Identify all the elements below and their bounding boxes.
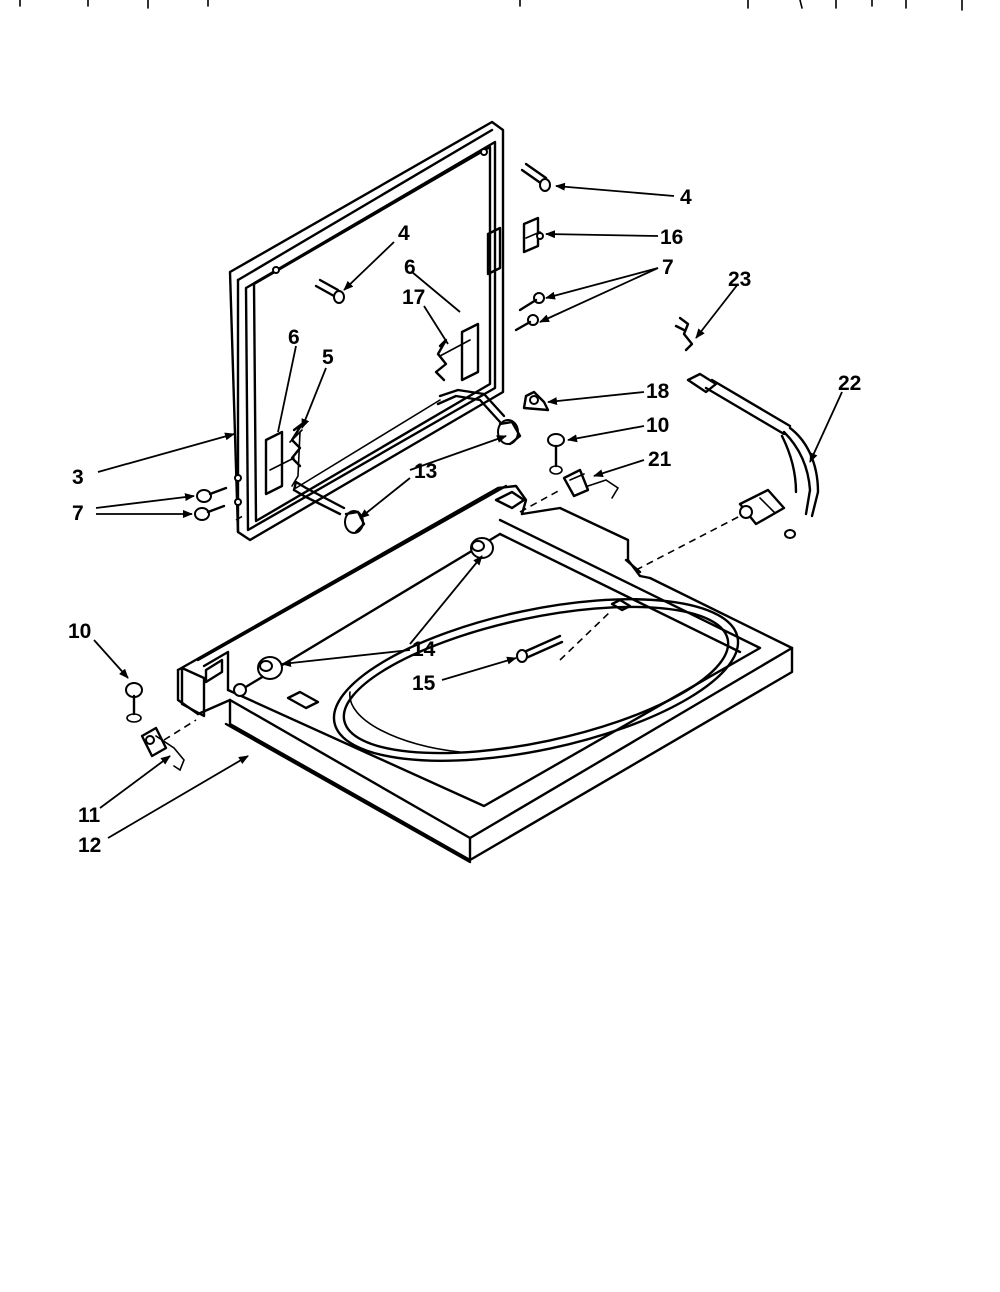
screw-15 <box>516 634 564 663</box>
bumper-rear <box>470 537 494 559</box>
lid-switch-21 <box>562 468 620 499</box>
screws-right-pair <box>514 292 545 332</box>
callout-11: 11 <box>78 804 101 827</box>
callout-21: 21 <box>648 448 672 471</box>
callout-22: 22 <box>838 372 861 395</box>
assembly-lines <box>163 489 741 741</box>
bumper-front <box>257 656 283 680</box>
callout-15: 15 <box>412 672 436 695</box>
callout-10-upper: 10 <box>646 414 669 437</box>
wire-clip <box>674 316 694 352</box>
callout-4-lid: 4 <box>398 222 410 245</box>
leader-lines <box>93 182 843 839</box>
callout-12: 12 <box>78 834 101 857</box>
screw-10-upper <box>547 433 565 475</box>
switch-actuator <box>522 390 550 412</box>
lid-bracket <box>522 216 544 254</box>
wire-harness <box>686 372 820 539</box>
callout-14: 14 <box>412 638 436 661</box>
screw-top-right <box>520 162 551 192</box>
lid-panel <box>228 120 505 542</box>
callout-23: 23 <box>728 268 751 291</box>
screw-lid-inner <box>314 278 345 304</box>
callout-7-left: 7 <box>72 502 84 525</box>
screw-10-lower <box>125 682 143 723</box>
tub-opening <box>332 598 740 762</box>
callout-4-top: 4 <box>680 186 692 209</box>
lid-rod <box>289 388 506 516</box>
hinge-plate-right <box>439 322 480 382</box>
screws-left-pair <box>194 486 228 521</box>
right-latch-bracket <box>486 226 502 276</box>
callout-7-right: 7 <box>662 256 674 279</box>
rod-bumper-lower <box>344 510 366 534</box>
hinge-plate-left <box>264 430 295 496</box>
callout-6-left: 6 <box>288 326 300 349</box>
callout-labels: 4 16 4 6 7 23 17 6 5 18 22 10 21 3 13 7 … <box>68 186 861 857</box>
callout-16: 16 <box>660 226 683 249</box>
rod-bumper-upper <box>497 419 522 446</box>
callout-18: 18 <box>646 380 670 403</box>
hinge-spring <box>434 338 448 382</box>
callout-5: 5 <box>322 346 334 369</box>
hinge-spring-left <box>290 422 304 468</box>
callout-10-lower: 10 <box>68 620 91 643</box>
scan-edge-marks <box>19 0 963 11</box>
callout-3: 3 <box>72 466 84 489</box>
lid-switch-11 <box>140 726 185 772</box>
callout-13: 13 <box>414 460 437 483</box>
callout-6-right: 6 <box>404 256 416 279</box>
callout-17: 17 <box>402 286 425 309</box>
